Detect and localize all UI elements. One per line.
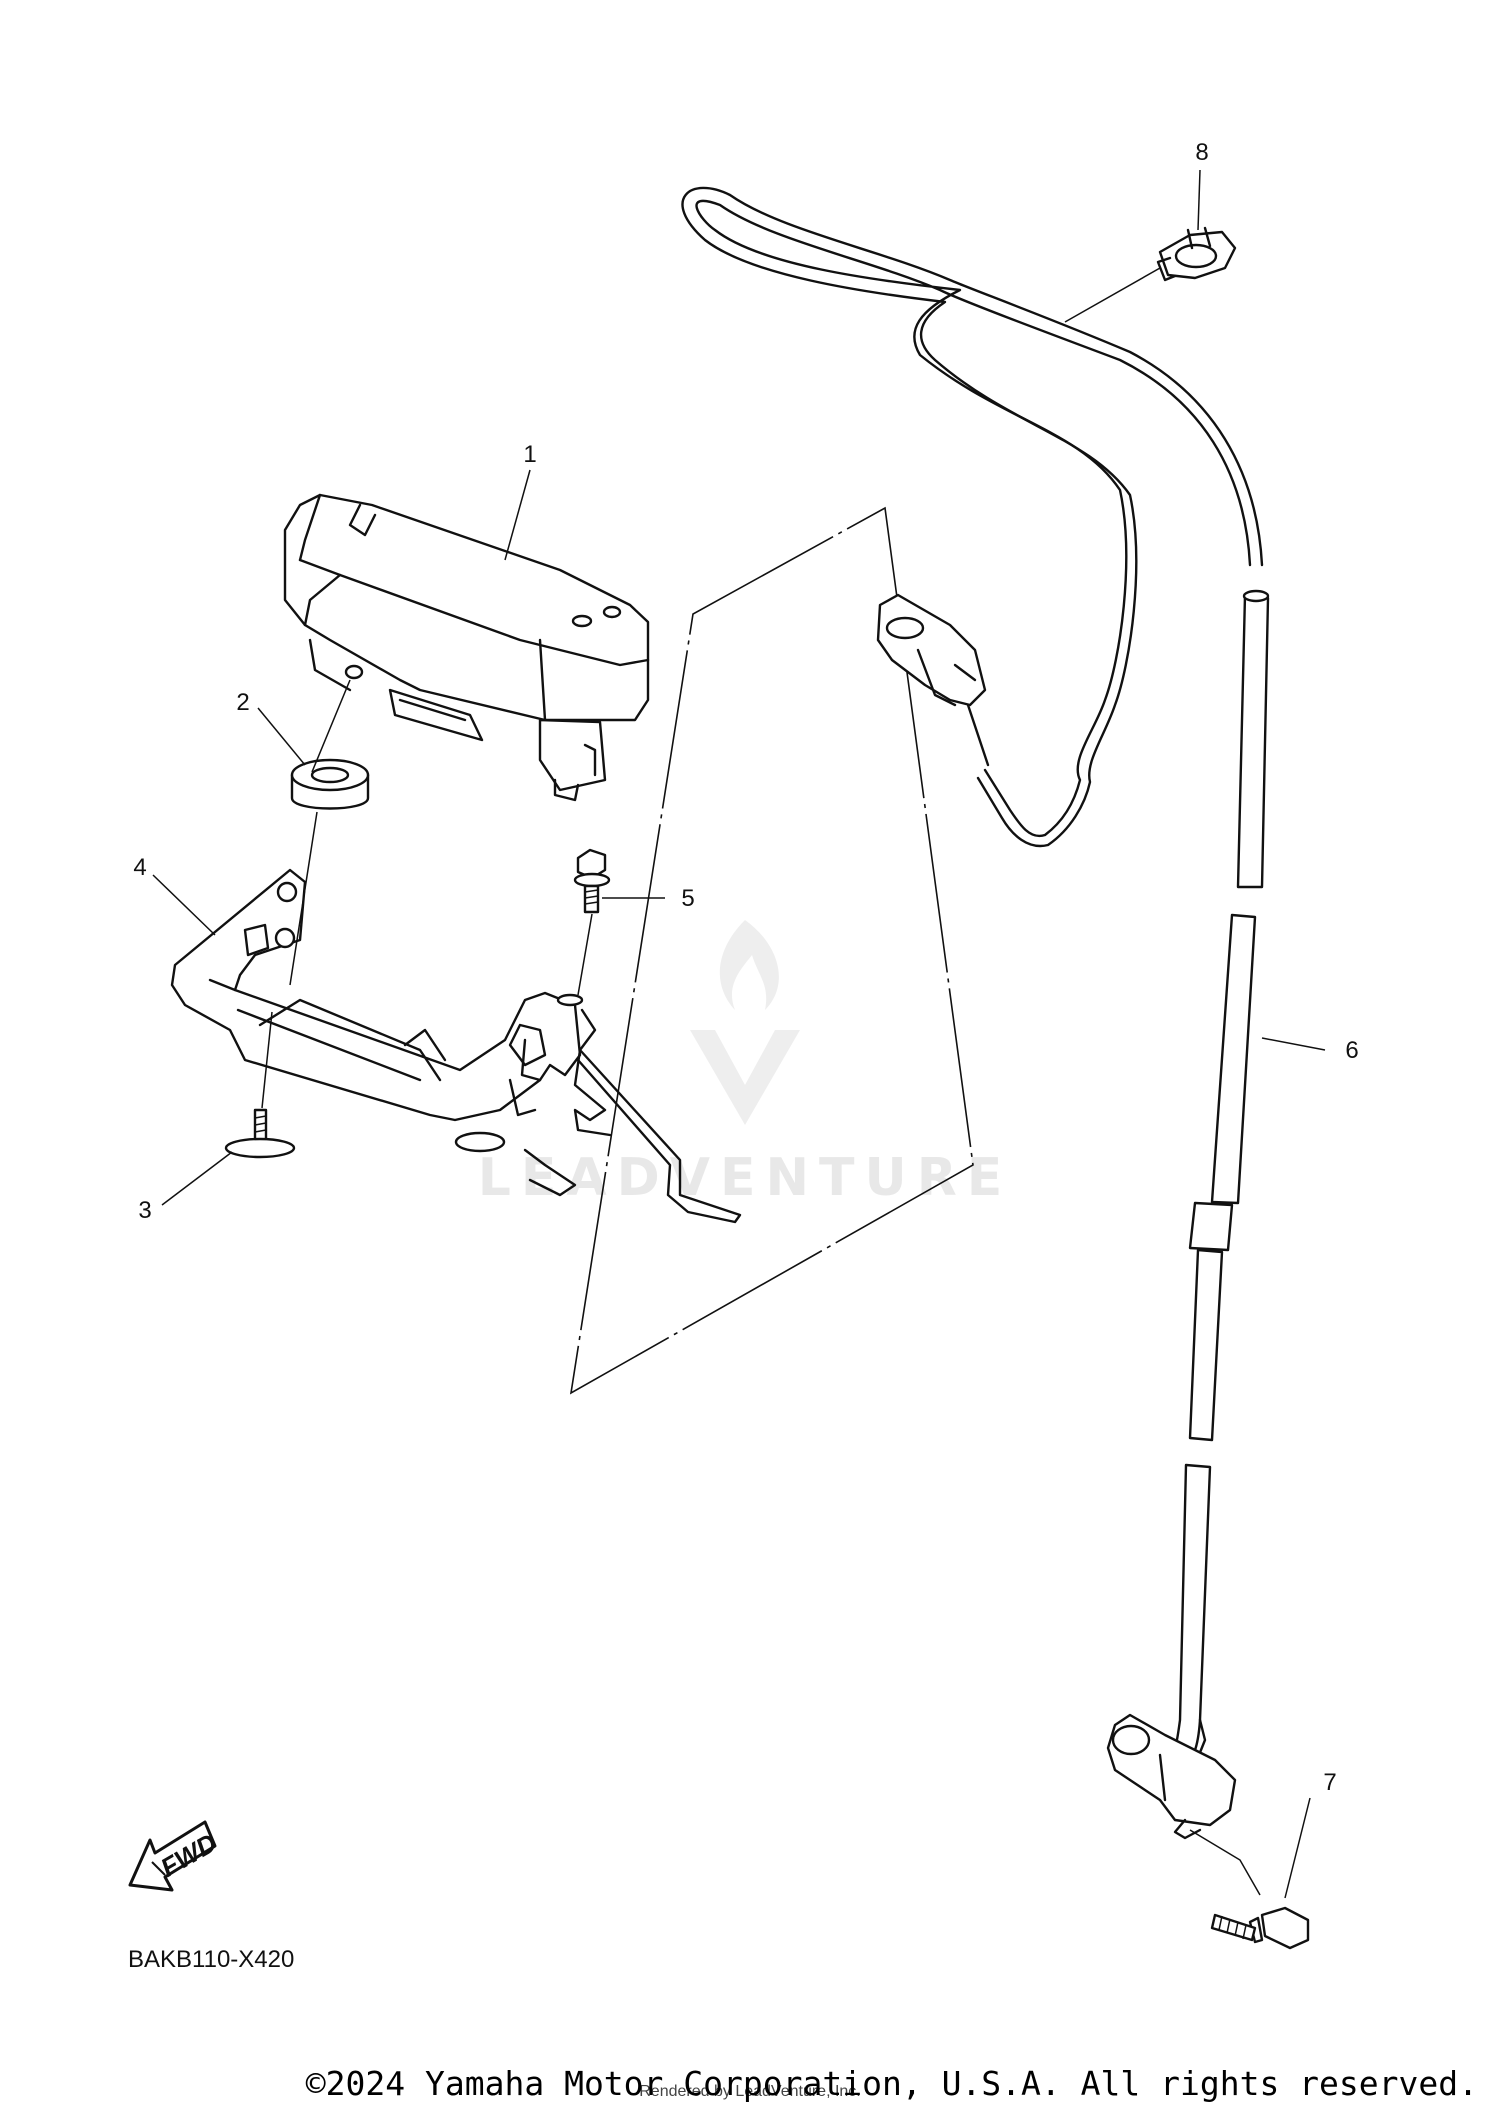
assembly-line-meter-grommet	[311, 679, 351, 773]
callout-1: 1	[523, 441, 536, 468]
callout-8: 8	[1195, 139, 1208, 166]
sensor-lead-wire	[681, 186, 1264, 848]
rendered-by: Rendered by LeadVenture, Inc.	[639, 2083, 861, 2100]
sensor-bolt	[1210, 1906, 1310, 1950]
assembly-line-bracket-screw	[261, 1011, 273, 1109]
flange-bolt	[573, 848, 611, 914]
cable-clamp	[1156, 226, 1237, 282]
fwd-direction-icon: FWD	[128, 1820, 222, 1892]
grommet	[290, 758, 370, 810]
assembly-line-sensor-bolt	[1189, 1829, 1261, 1896]
assembly-line-bolt-bracket	[577, 913, 593, 996]
callout-4: 4	[133, 854, 146, 881]
meter-assembly	[283, 493, 650, 802]
screw	[224, 1108, 296, 1159]
leader-6	[1261, 1037, 1326, 1051]
leader-1	[504, 469, 531, 561]
callout-5: 5	[681, 885, 694, 912]
leader-2	[257, 707, 306, 766]
detail-frame	[569, 506, 974, 1395]
callout-7: 7	[1323, 1769, 1336, 1796]
bracket	[170, 868, 742, 1224]
copyright-notice: ©2024 Yamaha Motor Corporation, U.S.A. A…	[306, 2064, 1478, 2103]
leader-4	[152, 874, 216, 936]
diagram-code: BAKB110-X420	[128, 1946, 294, 1973]
speed-sensor	[1106, 1713, 1237, 1840]
leader-7	[1284, 1797, 1311, 1899]
sensor-cable	[1168, 589, 1270, 1772]
callout-3: 3	[138, 1197, 151, 1224]
callout-2: 2	[236, 689, 249, 716]
watermark-text: LEADVENTURE	[478, 1148, 1013, 1208]
leader-3	[161, 1151, 233, 1206]
assembly-line-grommet-bracket	[289, 811, 318, 986]
callout-6: 6	[1345, 1037, 1358, 1064]
leader-8	[1064, 267, 1161, 323]
